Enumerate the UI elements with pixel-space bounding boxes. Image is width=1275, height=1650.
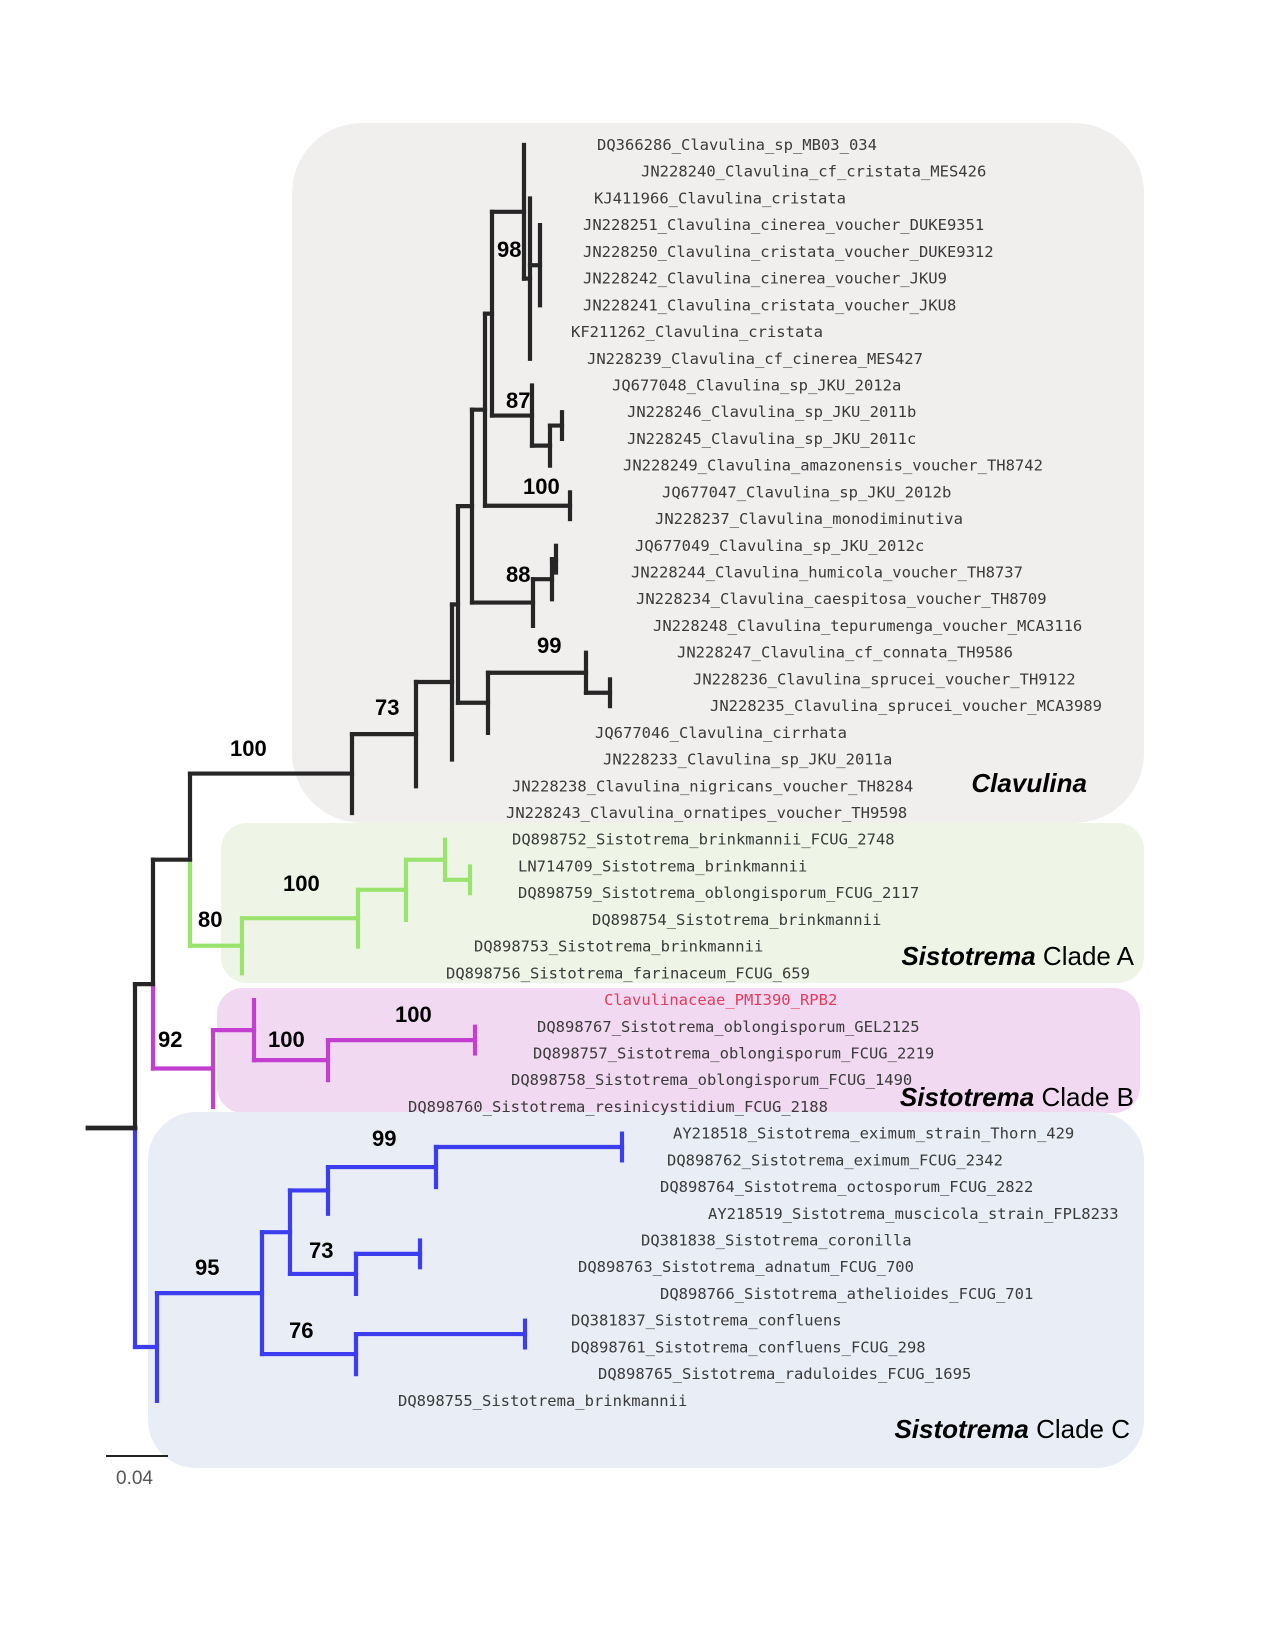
taxon-label: JN228233_Clavulina_sp_JKU_2011a	[603, 751, 892, 769]
taxon-label: JN228235_Clavulina_sprucei_voucher_MCA39…	[710, 697, 1102, 715]
taxon-label: JN228236_Clavulina_sprucei_voucher_TH912…	[693, 670, 1076, 688]
taxon-label: DQ898752_Sistotrema_brinkmannii_FCUG_274…	[512, 831, 895, 849]
clade-backgrounds	[148, 123, 1144, 1468]
clade-background-clade-b	[217, 988, 1140, 1113]
taxon-label: DQ898756_Sistotrema_farinaceum_FCUG_659	[446, 964, 810, 982]
bootstrap-support-value: 87	[506, 388, 530, 413]
clade-background-clade-c	[148, 1112, 1144, 1468]
bootstrap-support-value: 80	[198, 907, 222, 932]
taxon-label: JN228249_Clavulina_amazonensis_voucher_T…	[623, 457, 1043, 475]
taxon-label: JN228239_Clavulina_cf_cinerea_MES427	[587, 350, 923, 368]
clade-label-clavulina: Clavulina	[971, 768, 1087, 798]
taxon-label: LN714709_Sistotrema_brinkmannii	[518, 857, 807, 875]
taxon-label: JN228238_Clavulina_nigricans_voucher_TH8…	[512, 777, 913, 795]
support-values: 98 87 100 88 99 73 100 80 100 92 100 100 99 95 73 76	[158, 237, 561, 1343]
taxon-label: JN228237_Clavulina_monodiminutiva	[655, 510, 963, 528]
clade-background-clade-a	[221, 823, 1144, 983]
bootstrap-support-value: 99	[372, 1126, 396, 1151]
taxon-label: JN228244_Clavulina_humicola_voucher_TH87…	[631, 564, 1023, 582]
taxon-label: JN228246_Clavulina_sp_JKU_2011b	[627, 403, 916, 421]
taxon-label: JQ677049_Clavulina_sp_JKU_2012c	[635, 537, 924, 555]
taxon-label: DQ898758_Sistotrema_oblongisporum_FCUG_1…	[511, 1071, 912, 1089]
bootstrap-support-value: 95	[195, 1255, 219, 1280]
bootstrap-support-value: 100	[283, 871, 320, 896]
taxon-label: DQ898762_Sistotrema_eximum_FCUG_2342	[667, 1151, 1003, 1169]
taxon-label: DQ898764_Sistotrema_octosporum_FCUG_2822	[660, 1178, 1033, 1196]
taxon-label: DQ381837_Sistotrema_confluens	[571, 1312, 842, 1330]
taxon-label: JN228241_Clavulina_cristata_voucher_JKU8	[583, 296, 956, 314]
taxon-label: DQ898767_Sistotrema_oblongisporum_GEL212…	[537, 1018, 920, 1036]
taxon-label: DQ898761_Sistotrema_confluens_FCUG_298	[571, 1338, 926, 1356]
taxon-label: JN228247_Clavulina_cf_connata_TH9586	[677, 644, 1013, 662]
taxon-label: DQ898755_Sistotrema_brinkmannii	[398, 1392, 687, 1410]
scale-bar-label: 0.04	[116, 1468, 153, 1489]
taxon-label: DQ898763_Sistotrema_adnatum_FCUG_700	[578, 1258, 914, 1276]
taxon-label: JN228245_Clavulina_sp_JKU_2011c	[627, 430, 916, 448]
taxon-label: DQ898760_Sistotrema_resinicystidium_FCUG…	[408, 1098, 828, 1116]
bootstrap-support-value: 99	[537, 633, 561, 658]
clade-labels: Clavulina Sistotrema Clade A Sistotrema …	[894, 768, 1134, 1444]
taxon-label: JN228242_Clavulina_cinerea_voucher_JKU9	[583, 270, 947, 288]
taxon-label: DQ898754_Sistotrema_brinkmannii	[592, 911, 881, 929]
bootstrap-support-value: 92	[158, 1027, 182, 1052]
clade-label-sistotrema-clade-a: Sistotrema Clade A	[901, 941, 1134, 971]
taxon-label: DQ898765_Sistotrema_raduloides_FCUG_1695	[598, 1365, 971, 1383]
bootstrap-support-value: 76	[289, 1318, 313, 1343]
taxon-label: Clavulinaceae_PMI390_RPB2	[604, 991, 837, 1009]
clade-label-sistotrema-clade-b: Sistotrema Clade B	[900, 1082, 1134, 1112]
taxon-label: JN228243_Clavulina_ornatipes_voucher_TH9…	[506, 804, 907, 822]
clade-label-sistotrema-clade-c: Sistotrema Clade C	[894, 1414, 1130, 1444]
taxon-label: AY218518_Sistotrema_eximum_strain_Thorn_…	[673, 1125, 1074, 1143]
bootstrap-support-value: 100	[523, 474, 560, 499]
taxon-label: DQ898753_Sistotrema_brinkmannii	[474, 938, 763, 956]
bootstrap-support-value: 73	[309, 1238, 333, 1263]
taxon-label: KF211262_Clavulina_cristata	[571, 323, 823, 341]
bootstrap-support-value: 100	[268, 1027, 305, 1052]
taxon-label: JN228240_Clavulina_cf_cristata_MES426	[641, 163, 986, 181]
branches	[85, 142, 625, 1403]
taxon-label: DQ381838_Sistotrema_coronilla	[641, 1232, 912, 1250]
bootstrap-support-value: 88	[506, 562, 530, 587]
bootstrap-support-value: 100	[230, 736, 267, 761]
bootstrap-support-value: 100	[395, 1002, 432, 1027]
taxon-label: JQ677047_Clavulina_sp_JKU_2012b	[662, 483, 951, 501]
taxon-label: JN228248_Clavulina_tepurumenga_voucher_M…	[653, 617, 1082, 635]
taxon-label: JQ677046_Clavulina_cirrhata	[595, 724, 847, 742]
clade-background-clavulina	[292, 123, 1144, 823]
taxon-label: KJ411966_Clavulina_cristata	[594, 189, 846, 207]
taxon-label: DQ898766_Sistotrema_athelioides_FCUG_701	[660, 1285, 1033, 1303]
taxon-label: JN228251_Clavulina_cinerea_voucher_DUKE9…	[583, 216, 984, 234]
taxon-label: DQ366286_Clavulina_sp_MB03_034	[597, 136, 877, 154]
bootstrap-support-value: 98	[497, 237, 521, 262]
taxon-label: DQ898759_Sistotrema_oblongisporum_FCUG_2…	[518, 884, 919, 902]
taxon-label: DQ898757_Sistotrema_oblongisporum_FCUG_2…	[533, 1044, 934, 1062]
taxon-label: JN228234_Clavulina_caespitosa_voucher_TH…	[636, 590, 1047, 608]
taxon-label: JQ677048_Clavulina_sp_JKU_2012a	[612, 376, 901, 394]
leaf-labels: DQ366286_Clavulina_sp_MB03_034JN228240_C…	[398, 136, 1119, 1410]
scale-bar: 0.04	[106, 1455, 168, 1489]
bootstrap-support-value: 73	[375, 695, 399, 720]
taxon-label: JN228250_Clavulina_cristata_voucher_DUKE…	[583, 243, 994, 261]
taxon-label: AY218519_Sistotrema_muscicola_strain_FPL…	[708, 1205, 1119, 1223]
